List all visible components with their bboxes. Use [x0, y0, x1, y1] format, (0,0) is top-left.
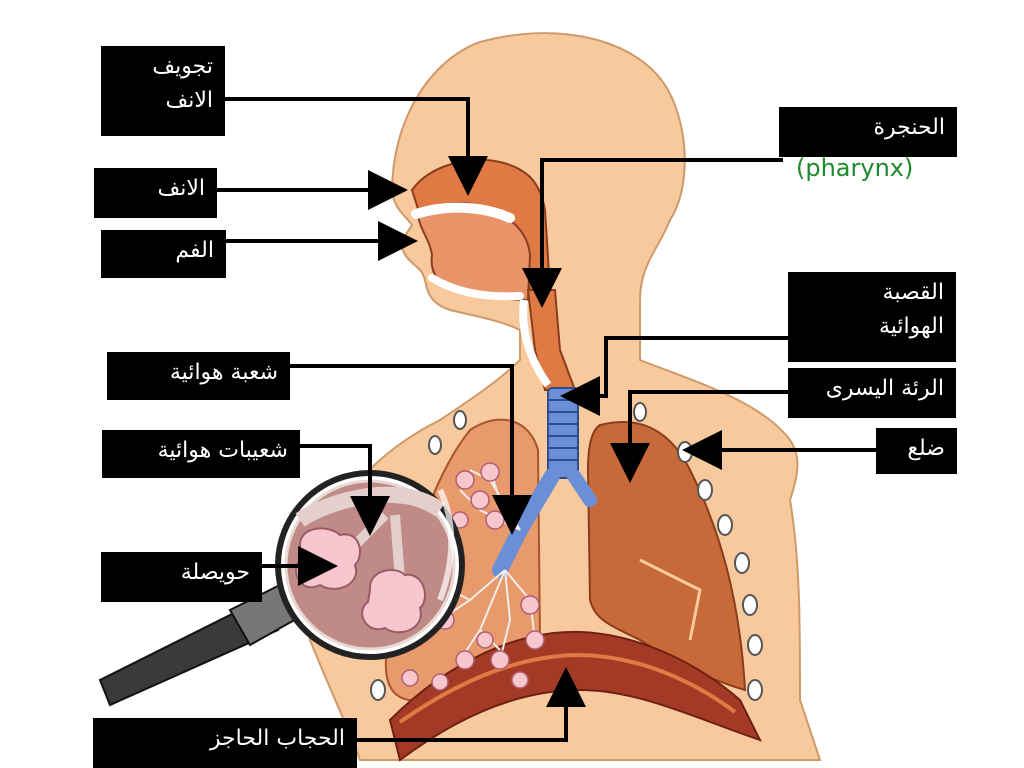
label-left-lung: الرئة اليسرى: [788, 368, 956, 418]
label-trachea: القصبة الهوائية: [788, 272, 956, 362]
label-larynx: الحنجرة: [779, 107, 957, 157]
leader-lines: [217, 97, 876, 742]
label-nasal-cavity: تجويف الانف: [101, 46, 225, 136]
label-nose: الانف: [94, 168, 217, 218]
rib-icon: [677, 441, 693, 463]
magnifier-icon: [98, 470, 465, 707]
ribs: [370, 402, 763, 701]
label-alveolus: حويصلة: [101, 552, 262, 602]
upper-airway: [410, 158, 577, 391]
label-bronchus: شعبة هوائية: [107, 352, 290, 400]
label-mouth: الفم: [101, 230, 226, 278]
label-diaphragm: الحجاب الحاجز: [93, 718, 357, 768]
label-pharynx-english: (pharynx): [796, 154, 914, 182]
label-rib: ضلع: [876, 428, 957, 474]
label-bronchioles: شعيبات هوائية: [102, 430, 300, 478]
diaphragm: [388, 630, 762, 762]
trachea: [547, 387, 579, 479]
